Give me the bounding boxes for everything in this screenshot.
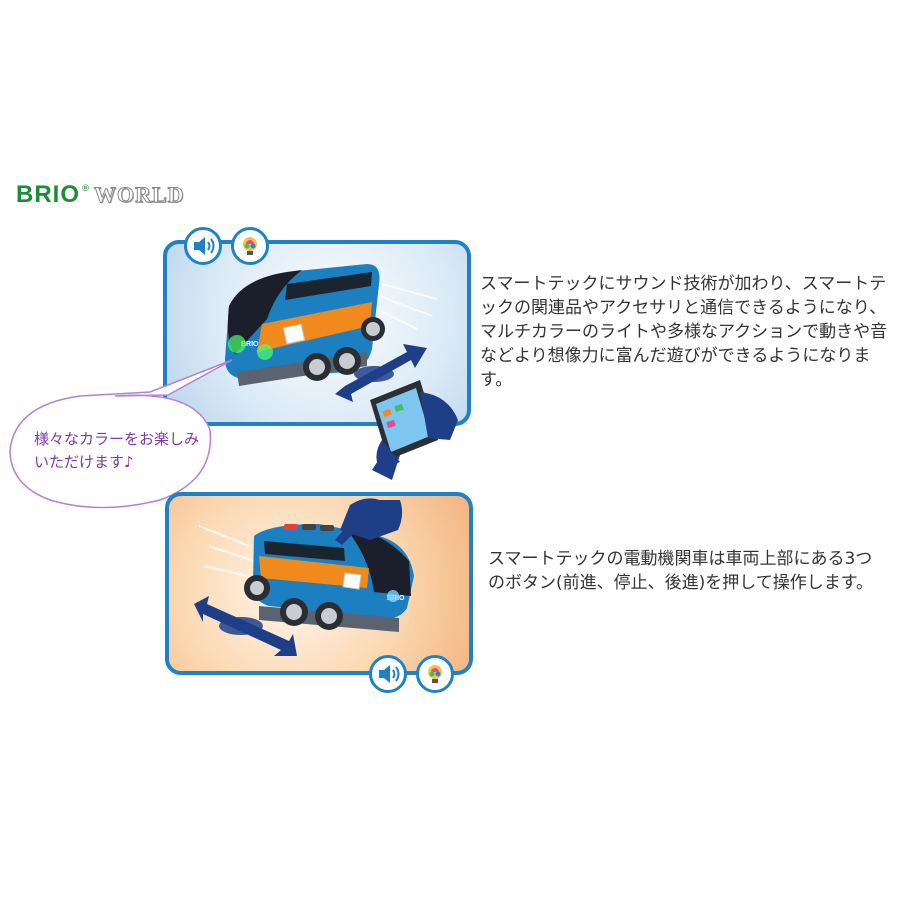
direction-arrows xyxy=(194,596,297,656)
roof-button xyxy=(284,524,298,530)
app-controlled-train-illustration: BRIO xyxy=(225,264,438,402)
roof-button xyxy=(302,524,316,530)
app-control-description: スマートテックにサウンド技術が加わり、スマートテックの関連品やアクセサリと通信で… xyxy=(480,274,888,390)
roof-button xyxy=(320,525,334,531)
direction-arrows xyxy=(335,344,427,402)
speaker-icon xyxy=(184,227,222,265)
top-product-panel: BRIO xyxy=(163,240,471,426)
world-logo-text: WORLD xyxy=(94,182,185,208)
color-bulb-icon xyxy=(416,655,454,693)
bottom-product-panel: BRIO xyxy=(165,492,473,675)
train-badge-label: BRIO xyxy=(241,341,259,348)
button-control-description: スマートテックの電動機関車は車両上部にある3つのボタン(前進、停止、後進)を押し… xyxy=(488,549,874,593)
motion-lines xyxy=(376,283,438,330)
button-controlled-train-illustration: BRIO xyxy=(194,524,414,656)
color-bulb-icon xyxy=(231,227,269,265)
registered-mark: ® xyxy=(81,184,90,194)
train-body: BRIO xyxy=(244,524,414,632)
brio-world-logo: BRIO ® WORLD xyxy=(16,180,185,210)
motion-lines xyxy=(198,525,255,577)
train-body: BRIO xyxy=(225,264,385,386)
brio-logo-text: BRIO xyxy=(16,181,80,208)
speaker-icon xyxy=(369,655,407,693)
speech-bubble-text: 様々なカラーをお楽しみいただけます♪ xyxy=(34,430,200,471)
